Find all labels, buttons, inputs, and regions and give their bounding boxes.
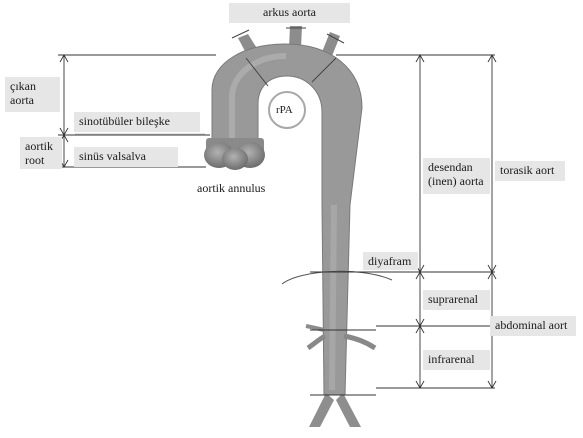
label-diaphragm: diyafram (363, 252, 418, 270)
label-sinus: sinüs valsalva (74, 147, 178, 167)
label-infrarenal: infrarenal (423, 350, 490, 370)
label-abdominal: abdominal aort (490, 316, 576, 336)
aortic-root (204, 138, 265, 170)
label-rpa: rPA (276, 103, 293, 117)
label-ascending: çıkan aorta (5, 77, 60, 112)
label-descending: desendan (inen) aorta (423, 158, 490, 194)
right-arrows (416, 55, 496, 388)
label-arch: arkus aorta (229, 3, 350, 23)
label-suprarenal: suprarenal (423, 290, 490, 310)
label-annulus: aortik annulus (197, 181, 265, 195)
label-stj: sinotübüler bileşke (74, 112, 200, 132)
label-thoracic: torasik aort (495, 161, 565, 181)
iliac-bifurcation (309, 393, 361, 427)
label-root: aortik root (20, 137, 62, 169)
